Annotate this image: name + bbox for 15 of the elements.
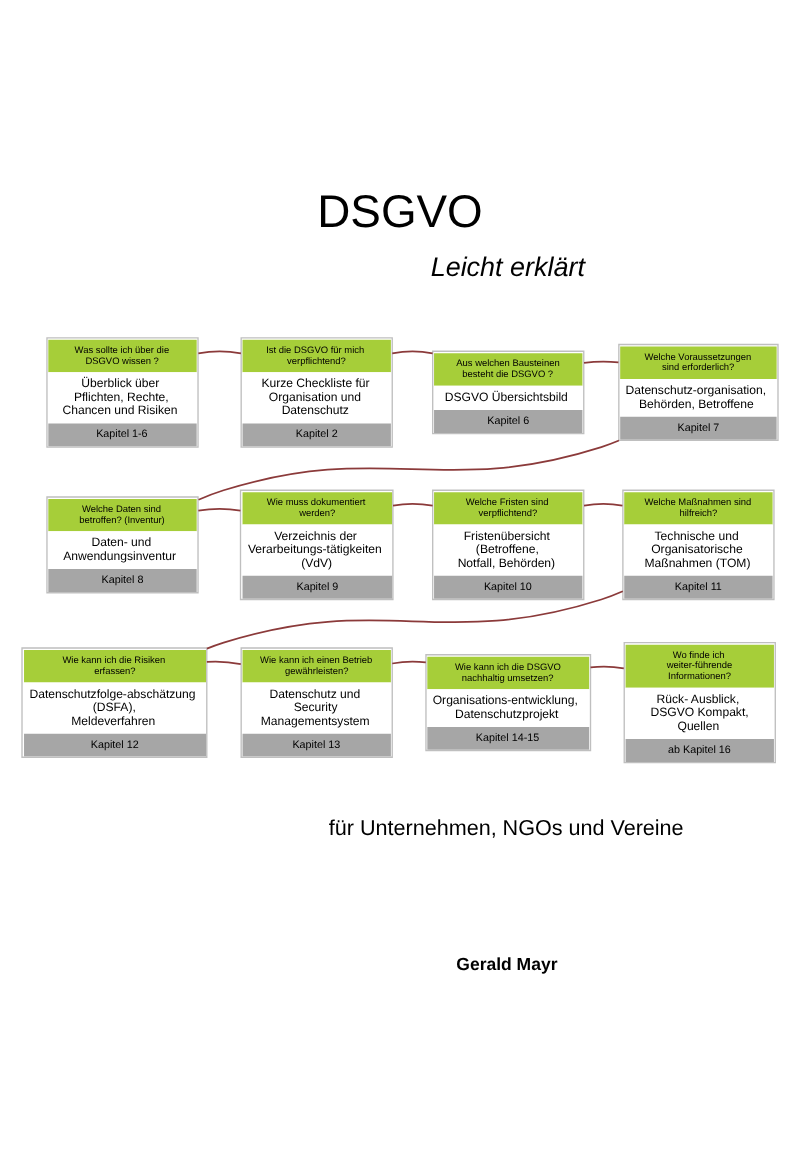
label: Gerald Mayr [456, 953, 558, 974]
connector [206, 660, 242, 666]
connector [583, 360, 620, 364]
label: Leicht erklärt [430, 251, 585, 282]
connector [197, 439, 620, 501]
connector [197, 350, 242, 355]
connector [197, 508, 242, 512]
connector [589, 665, 625, 670]
connector [583, 503, 624, 507]
label: für Unternehmen, NGOs und Vereine [328, 817, 684, 842]
connector [392, 503, 434, 507]
connector [391, 350, 434, 355]
connector [391, 660, 427, 665]
connector [206, 590, 624, 650]
diagram-title: DSGVO [317, 185, 483, 238]
